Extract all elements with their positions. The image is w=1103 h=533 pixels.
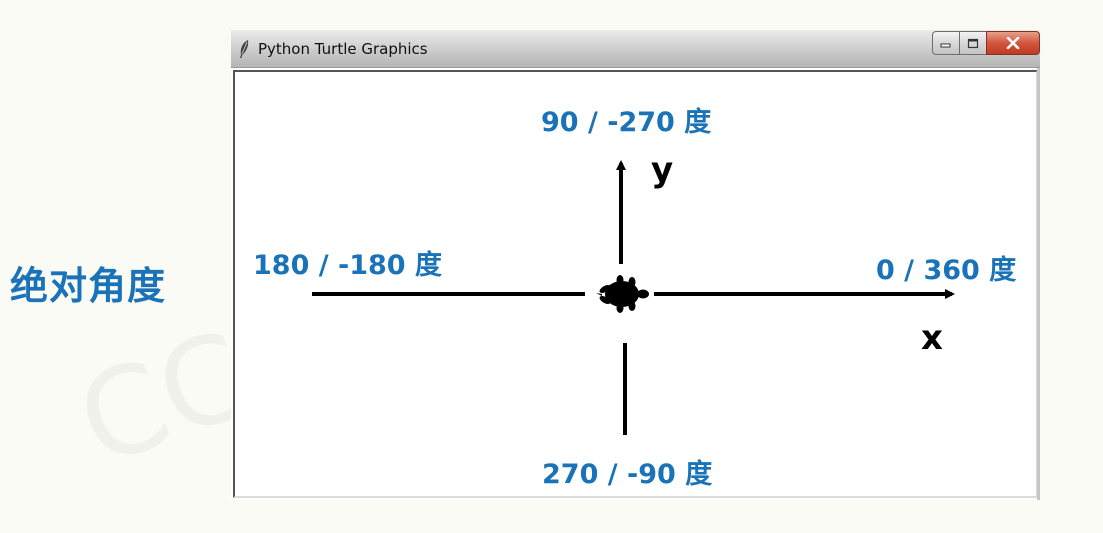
window-edge: [1037, 68, 1040, 500]
turtle-canvas: [233, 70, 1038, 498]
label-left-angle: 180 / -180 度: [253, 250, 442, 281]
page-title: 绝对角度: [10, 264, 167, 308]
turtle-icon: [596, 275, 649, 313]
close-button[interactable]: [986, 31, 1040, 55]
label-down-angle: 270 / -90 度: [542, 459, 713, 490]
minimize-button[interactable]: [932, 31, 959, 55]
label-right-angle: 0 / 360 度: [876, 255, 1017, 286]
minimize-icon: [940, 43, 951, 48]
x-axis-label: x: [921, 318, 943, 358]
window-title: Python Turtle Graphics: [258, 40, 428, 58]
window-controls: [932, 31, 1040, 56]
maximize-icon: [967, 38, 979, 48]
close-icon: [1006, 37, 1020, 49]
title-bar[interactable]: Python Turtle Graphics: [231, 30, 1040, 68]
label-up-angle: 90 / -270 度: [541, 107, 712, 138]
maximize-button[interactable]: [959, 31, 986, 55]
y-axis-label: y: [651, 150, 674, 190]
turtle-window: Python Turtle Graphics: [231, 30, 1040, 500]
feather-icon: [240, 40, 249, 58]
